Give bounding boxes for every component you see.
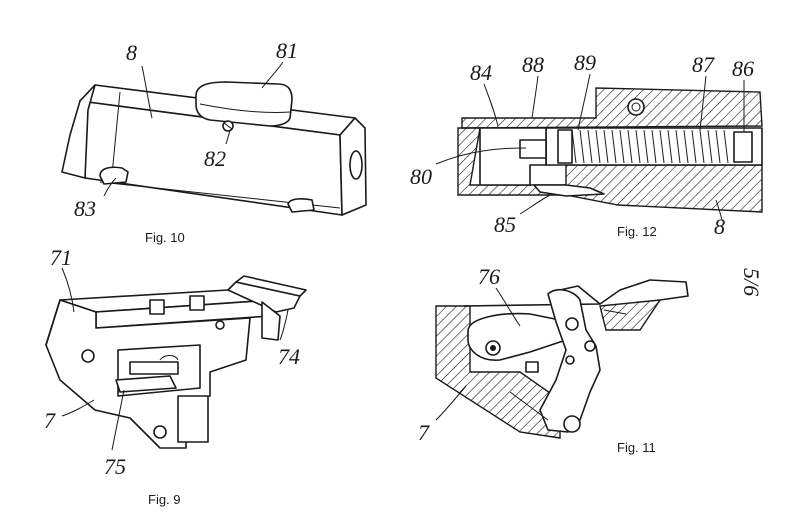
caption-fig-12: Fig. 12 xyxy=(617,224,657,239)
caption-fig-11: Fig. 11 xyxy=(617,440,656,455)
slide-block-drawing xyxy=(62,62,366,215)
label-89: 89 xyxy=(574,50,596,75)
label-81: 81 xyxy=(276,38,298,63)
caption-fig-10: Fig. 10 xyxy=(145,230,185,245)
section-drawing xyxy=(436,74,762,220)
caption-fig-9: Fig. 9 xyxy=(148,492,181,507)
label-88: 88 xyxy=(522,52,544,77)
figure-10: 8 81 82 83 Fig. 10 xyxy=(62,38,366,245)
sheet-number: 5/6 xyxy=(739,268,764,296)
label-7: 7 xyxy=(44,408,56,433)
label-71: 71 xyxy=(50,245,72,270)
figure-9: 71 74 7 75 Fig. 9 xyxy=(44,245,306,507)
label-7-fig11: 7 xyxy=(418,420,430,445)
label-83: 83 xyxy=(74,196,96,221)
figure-12: 84 88 89 87 86 80 85 8 Fig. 12 xyxy=(410,50,762,239)
trigger-housing-drawing xyxy=(46,268,306,450)
mechanism-section-drawing xyxy=(436,280,688,438)
label-8: 8 xyxy=(126,40,137,65)
label-85: 85 xyxy=(494,212,516,237)
label-86: 86 xyxy=(732,56,754,81)
figure-11: 76 7 Fig. 11 xyxy=(418,264,688,455)
label-80: 80 xyxy=(410,164,432,189)
label-82: 82 xyxy=(204,146,226,171)
label-87: 87 xyxy=(692,52,715,77)
label-76: 76 xyxy=(478,264,500,289)
label-74: 74 xyxy=(278,344,300,369)
label-75: 75 xyxy=(104,454,126,479)
label-8-fig12: 8 xyxy=(714,214,725,239)
label-84: 84 xyxy=(470,60,492,85)
